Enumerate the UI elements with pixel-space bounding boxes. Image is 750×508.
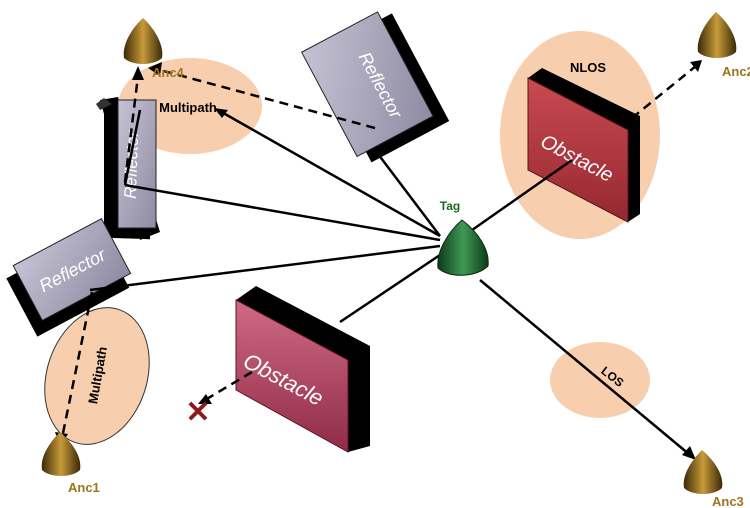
dashed-reflector-left-lower-to-anc1	[60, 291, 94, 439]
path-tag-to-obstacle-right	[464, 158, 573, 237]
signal-paths-dashed	[60, 65, 697, 439]
reflector-left-lower: Reflector	[6, 218, 132, 337]
obstacle-center: Obstacle	[235, 286, 370, 453]
dashed-obstacle-center-to-blocked	[204, 370, 253, 402]
arrowhead-anc2	[690, 60, 702, 72]
dashed-reflector-top-to-anc4	[159, 68, 376, 130]
path-tag-to-reflector-left-upper	[124, 183, 441, 242]
nlos-label: NLOS	[570, 60, 606, 75]
blocked-marker: ✕	[185, 396, 210, 429]
path-tag-to-reflector-left-lower	[89, 244, 441, 292]
tag-device	[437, 219, 489, 276]
anchor-anc2-label: Anc2	[722, 64, 750, 79]
multipath-region-left	[44, 307, 150, 445]
tag-label: Tag	[440, 199, 460, 213]
dashed-obstacle-right-to-anc2	[631, 65, 697, 119]
signal-paths-solid	[89, 108, 691, 456]
anchor-anc1	[41, 432, 81, 476]
arrowhead-blocked	[198, 394, 212, 404]
anchor-anc3-label: Anc3	[712, 494, 744, 508]
anchor-anc1-label: Anc1	[68, 480, 100, 495]
path-tag-to-reflector-top	[374, 149, 441, 237]
path-tag-to-obstacle-center	[339, 253, 441, 324]
anchor-anc3	[683, 450, 723, 494]
path-tag-to-multipath-top	[217, 108, 441, 238]
reflector-top: Reflector	[300, 11, 450, 163]
obstacle-right: Obstacle	[527, 68, 640, 223]
path-tag-to-anc3-los	[479, 279, 691, 456]
anchor-anc4-label: Anc4	[152, 65, 185, 80]
arrowhead-anc4-left	[132, 66, 144, 80]
arrowhead-anc4-top	[148, 62, 162, 76]
dashed-reflector-left-upper-to-anc4	[123, 75, 140, 183]
anchor-anc4	[123, 18, 163, 64]
path-reflector-left-upper-to-anc4	[123, 109, 142, 186]
multipath-top-label: Multipath	[159, 100, 217, 115]
anchor-anc2	[697, 12, 737, 58]
arrowhead-los	[682, 446, 696, 460]
arrowhead-multipath-top	[214, 108, 228, 118]
